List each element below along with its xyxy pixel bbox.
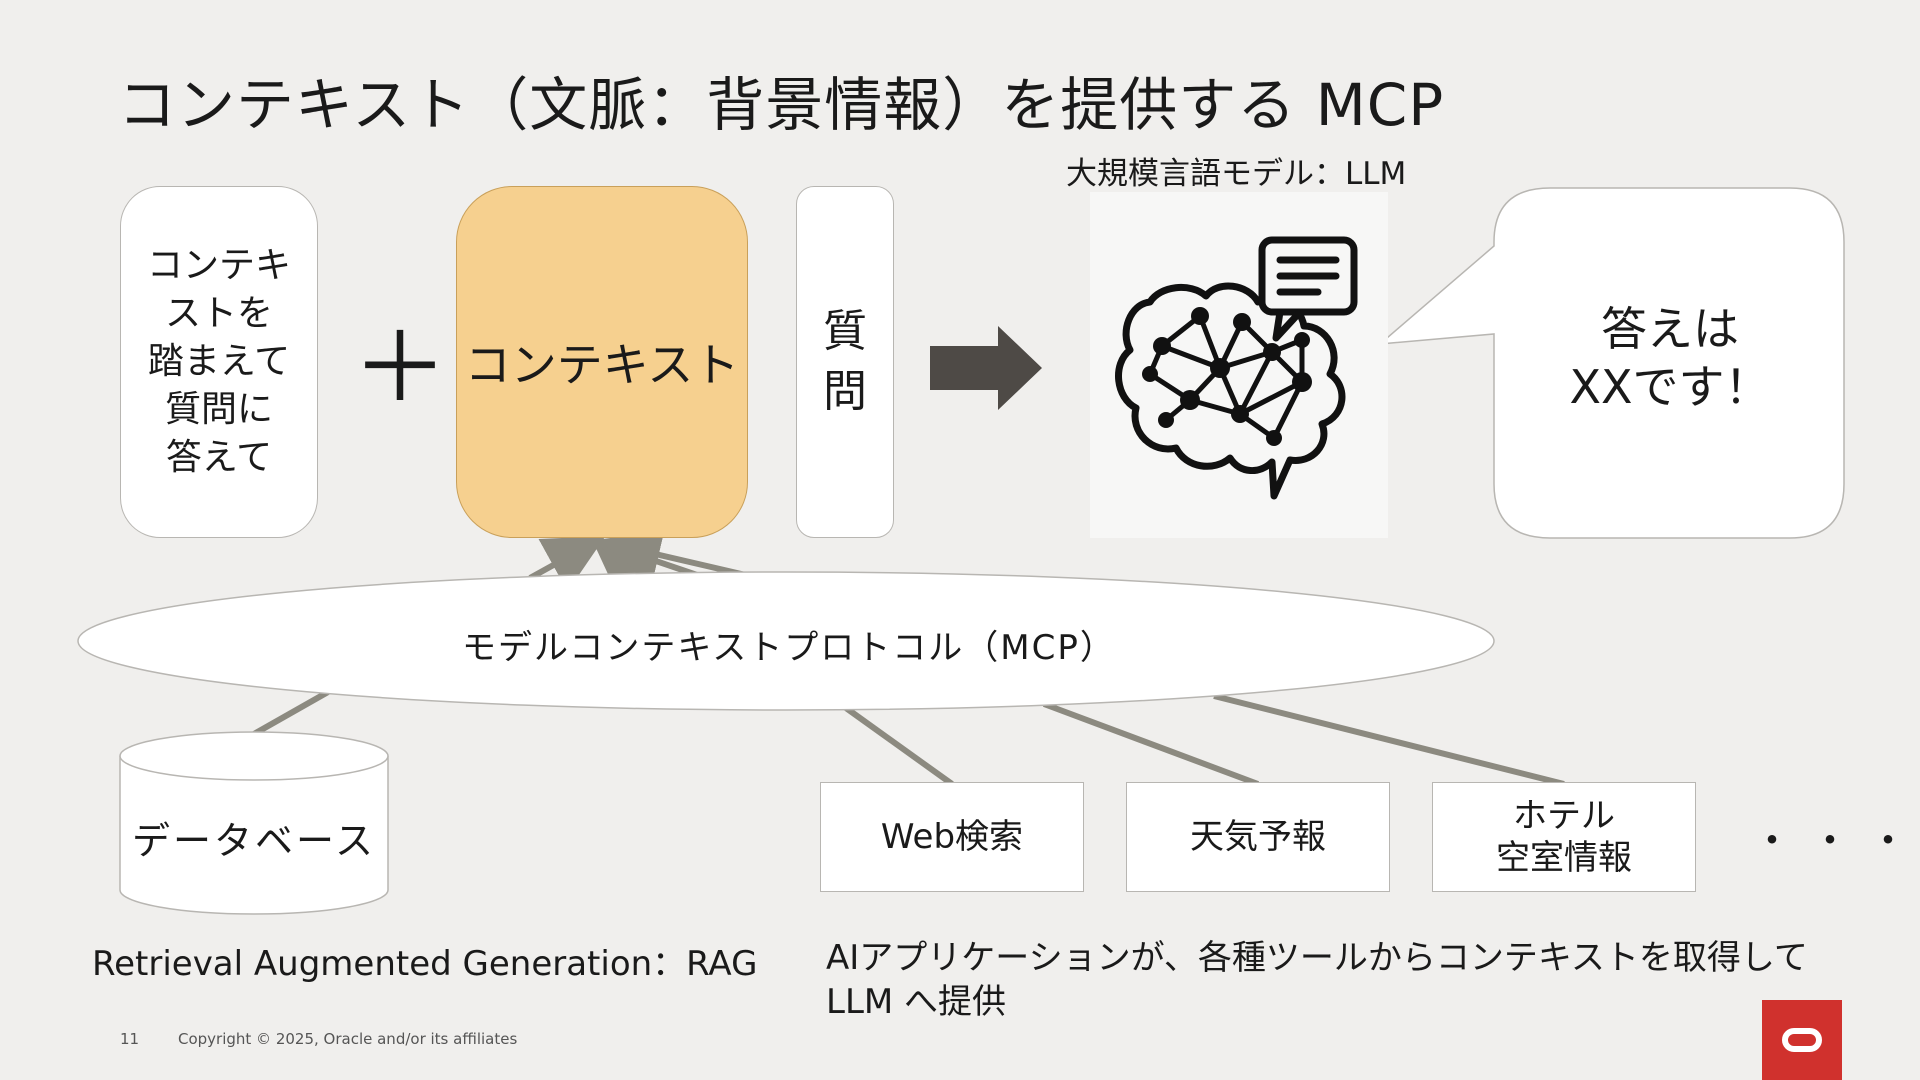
question-char: 問 bbox=[823, 366, 867, 417]
answer-line: 答えは bbox=[1601, 302, 1739, 356]
slide-title: コンテキスト（文脈：背景情報）を提供する MCP bbox=[118, 71, 1445, 139]
instruction-line: ストを bbox=[164, 293, 273, 334]
oracle-logo-icon bbox=[1762, 1000, 1842, 1080]
mcp-to-sources-lines bbox=[252, 689, 1565, 787]
llm-image bbox=[1090, 192, 1388, 538]
instruction-line: 質問に bbox=[164, 389, 273, 430]
context-box: コンテキスト bbox=[456, 186, 748, 538]
question-char: 質 bbox=[823, 306, 867, 357]
answer-bubble bbox=[1377, 187, 1845, 539]
tool-hotel-availability: ホテル 空室情報 bbox=[1432, 782, 1696, 892]
database-cylinder bbox=[119, 731, 389, 915]
tool-label: 空室情報 bbox=[1496, 838, 1632, 878]
tool-web-search: Web検索 bbox=[820, 782, 1084, 892]
logo-ring bbox=[1782, 1028, 1822, 1052]
tool-label: Web検索 bbox=[880, 817, 1024, 857]
instruction-line: 踏まえて bbox=[147, 341, 291, 382]
ai-app-caption: AIアプリケーションが、各種ツールからコンテキストを取得して LLM へ提供 bbox=[826, 936, 1808, 1024]
ai-app-caption-line: AIアプリケーションが、各種ツールからコンテキストを取得して bbox=[826, 938, 1808, 978]
copyright: Copyright © 2025, Oracle and/or its affi… bbox=[178, 1030, 518, 1048]
page-number: 11 bbox=[120, 1030, 140, 1048]
answer-line: XXです！ bbox=[1569, 360, 1771, 414]
tool-weather: 天気予報 bbox=[1126, 782, 1390, 892]
brain-network-chat-icon bbox=[1115, 236, 1358, 500]
mcp-label: モデルコンテキストプロトコル（MCP） bbox=[462, 628, 1116, 668]
database-label: データベース bbox=[131, 819, 377, 863]
context-label: コンテキスト bbox=[464, 338, 740, 392]
rag-caption: Retrieval Augmented Generation：RAG bbox=[92, 944, 758, 984]
plus-sign: ＋ bbox=[352, 312, 448, 424]
right-arrow-icon bbox=[930, 326, 1042, 410]
answer-text: 答えは XXです！ bbox=[1520, 300, 1820, 416]
instruction-box: コンテキ ストを 踏まえて 質問に 答えて bbox=[120, 186, 318, 538]
instruction-line: コンテキ bbox=[146, 245, 291, 286]
tool-label: 天気予報 bbox=[1190, 817, 1326, 857]
mcp-to-context-arrows bbox=[528, 525, 751, 598]
mcp-ellipse bbox=[77, 571, 1495, 711]
ai-app-caption-line: LLM へ提供 bbox=[826, 982, 1007, 1022]
llm-label: 大規模言語モデル：LLM bbox=[1066, 156, 1407, 192]
question-box: 質 問 bbox=[796, 186, 894, 538]
tool-label: ホテル bbox=[1513, 796, 1615, 836]
instruction-line: 答えて bbox=[165, 437, 273, 478]
more-tools-ellipsis: ・・・ bbox=[1752, 818, 1920, 864]
